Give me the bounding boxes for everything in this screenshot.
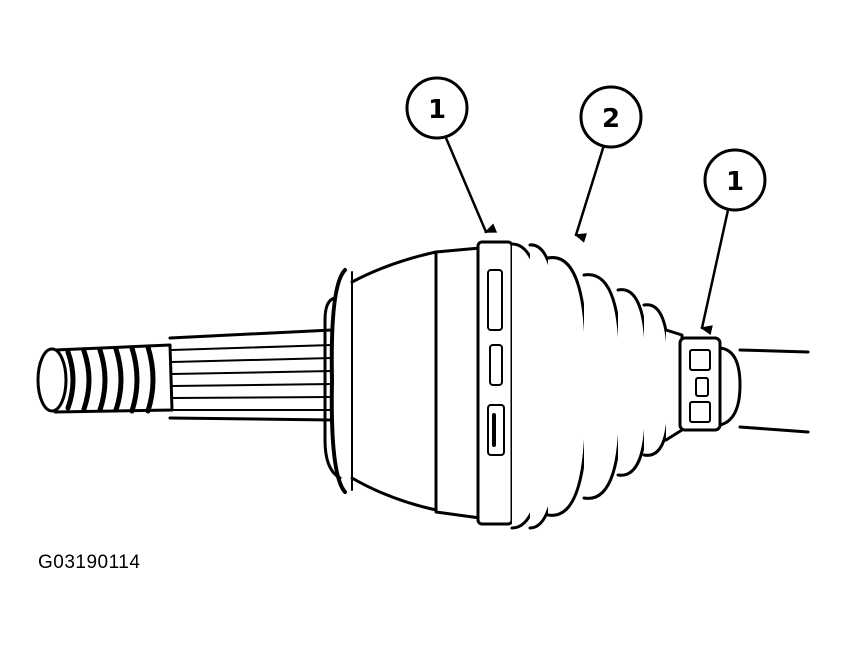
callout-circle-1a — [405, 76, 469, 140]
callout-number: 1 — [428, 95, 446, 125]
figure-id: G03190114 — [38, 552, 141, 573]
splined-shaft — [168, 328, 334, 422]
callout-number: 1 — [726, 167, 744, 197]
boot-clamp-right — [678, 336, 742, 432]
rubber-boot — [510, 242, 684, 530]
callout-leaders — [444, 136, 730, 336]
callout-number: 2 — [602, 104, 620, 134]
callout-circle-2 — [579, 85, 643, 149]
boot-clamp-left — [476, 240, 514, 526]
callout-circle-1b — [703, 148, 767, 212]
drive-shaft — [738, 348, 810, 434]
threaded-stub — [36, 343, 174, 414]
joint-housing — [323, 246, 482, 520]
